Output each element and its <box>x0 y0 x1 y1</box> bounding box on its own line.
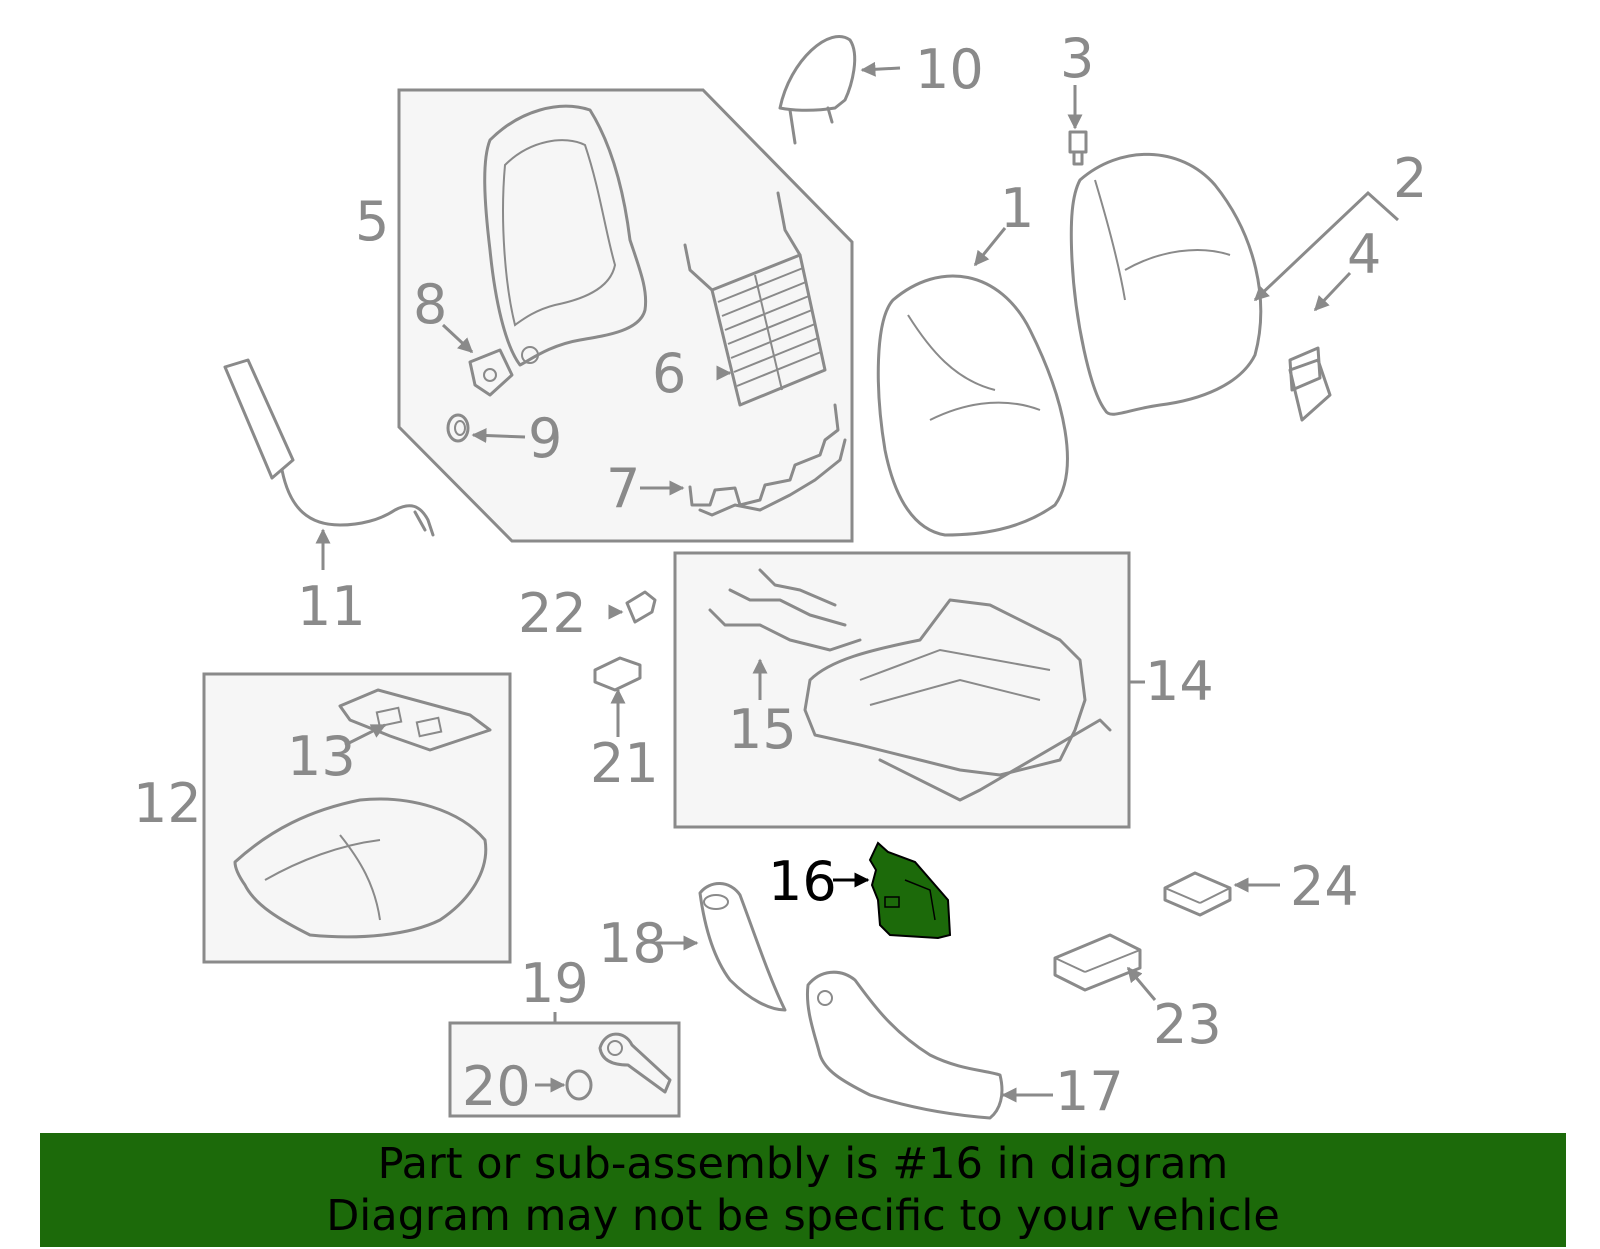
callout-3[interactable]: 3 <box>1060 27 1094 90</box>
part-22-clip[interactable] <box>625 590 657 624</box>
callout-15[interactable]: 15 <box>728 698 797 761</box>
leader-lines <box>315 61 1400 1103</box>
banner-line-1: Part or sub-assembly is #16 in diagram <box>377 1139 1229 1189</box>
group-box-12 <box>202 672 512 964</box>
part-10-headrest[interactable] <box>778 35 857 145</box>
group-box-14 <box>673 551 1131 829</box>
callout-1[interactable]: 1 <box>1000 177 1034 240</box>
part-9-cap[interactable] <box>446 413 470 443</box>
info-banner: Part or sub-assembly is #16 in diagram D… <box>40 1133 1566 1247</box>
part-24-switch[interactable] <box>1163 871 1232 917</box>
group-box-5 <box>397 88 854 543</box>
callout-6[interactable]: 6 <box>652 342 686 405</box>
callout-24[interactable]: 24 <box>1290 855 1359 918</box>
part-5-seatback-frame[interactable] <box>483 104 648 367</box>
part-14-cushion-frame[interactable] <box>803 598 1112 802</box>
part-8-recliner[interactable] <box>468 348 514 397</box>
callout-14[interactable]: 14 <box>1145 650 1214 713</box>
callout-2[interactable]: 2 <box>1393 147 1427 210</box>
part-4-bracket[interactable] <box>1288 346 1332 422</box>
part-1-seatback-cover[interactable] <box>876 274 1069 537</box>
part-20-cap[interactable] <box>565 1069 593 1101</box>
banner-line-2: Diagram may not be specific to your vehi… <box>326 1191 1280 1241</box>
part-11-side-airbag[interactable] <box>223 358 435 537</box>
callout-9[interactable]: 9 <box>528 407 562 470</box>
part-18-inner-shield[interactable] <box>698 882 787 1012</box>
callout-22[interactable]: 22 <box>518 582 587 645</box>
callout-labels: 10 3 1 2 4 5 8 6 9 7 11 22 14 15 21 13 1… <box>133 27 1427 1123</box>
callout-18[interactable]: 18 <box>598 912 667 975</box>
callout-16[interactable]: 16 <box>768 850 837 913</box>
part-19-handle[interactable] <box>598 1032 672 1094</box>
callout-20[interactable]: 20 <box>462 1055 531 1118</box>
part-21-clip[interactable] <box>593 656 642 692</box>
part-2-seatback-pad[interactable] <box>1069 152 1263 416</box>
part-6-lumbar-panel[interactable] <box>683 191 827 407</box>
callout-19[interactable]: 19 <box>520 952 589 1015</box>
group-box-19 <box>448 1021 681 1118</box>
callout-5[interactable]: 5 <box>355 190 389 253</box>
callout-17[interactable]: 17 <box>1055 1060 1124 1123</box>
callout-13[interactable]: 13 <box>287 725 356 788</box>
callout-10[interactable]: 10 <box>915 38 984 101</box>
part-23-control-module[interactable] <box>1053 933 1142 992</box>
callout-21[interactable]: 21 <box>590 732 659 795</box>
part-16-highlighted-bracket[interactable] <box>868 841 952 940</box>
part-7-wire-frame[interactable] <box>688 403 847 517</box>
part-17-side-shield[interactable] <box>805 970 1004 1120</box>
callout-7[interactable]: 7 <box>606 457 640 520</box>
callout-23[interactable]: 23 <box>1153 993 1222 1056</box>
callout-12[interactable]: 12 <box>133 772 202 835</box>
callout-4[interactable]: 4 <box>1347 223 1381 286</box>
part-15-track[interactable] <box>708 568 862 652</box>
part-3-clip[interactable] <box>1068 130 1088 166</box>
part-12-cushion-cover[interactable] <box>233 797 488 939</box>
part-13-seat-heater[interactable] <box>338 688 492 752</box>
callout-8[interactable]: 8 <box>413 273 447 336</box>
callout-11[interactable]: 11 <box>297 575 366 638</box>
